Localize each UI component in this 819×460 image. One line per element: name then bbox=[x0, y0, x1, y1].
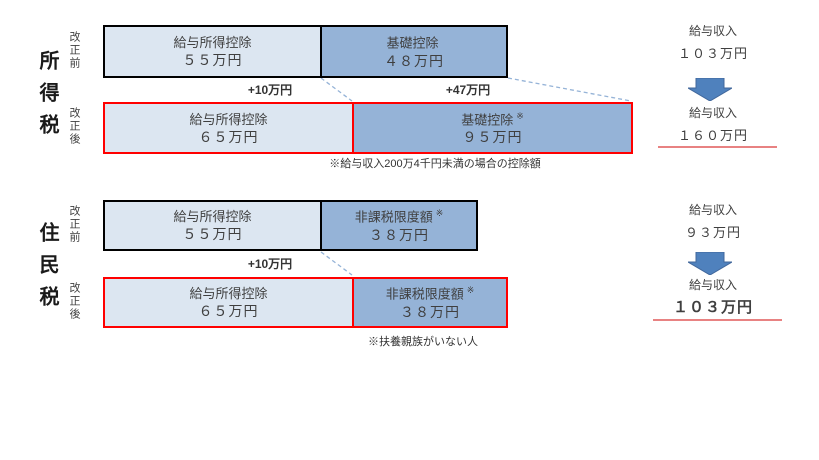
cell-title-text: 給与所得控除 bbox=[189, 286, 268, 301]
resident-before-bar: 給与所得控除 ５５万円 非課税限度額※ ３８万円 bbox=[103, 200, 478, 251]
note-marker: ※ bbox=[466, 285, 475, 296]
cell-title: 基礎控除※ bbox=[461, 110, 524, 128]
income-delta-salary-deduction: +10万円 bbox=[247, 83, 293, 97]
cell-title: 給与所得控除 bbox=[173, 210, 251, 223]
resident-before-phase-label: 改正前 bbox=[68, 205, 80, 244]
income-after-phase-label: 改正後 bbox=[68, 107, 80, 146]
cell-amount: ５５万円 bbox=[182, 226, 243, 242]
cell-amount: ９５万円 bbox=[462, 129, 523, 146]
resident-note: ※扶養親族がいない人 bbox=[368, 336, 478, 348]
income-after-bar: 給与所得控除 ６５万円 基礎控除※ ９５万円 bbox=[103, 102, 633, 154]
cell-title-text: 非課税限度額 bbox=[354, 209, 433, 225]
resident-salary-before-amount: ９３万円 bbox=[684, 225, 741, 240]
resident-after-bar: 給与所得控除 ６５万円 非課税限度額※ ３８万円 bbox=[103, 277, 508, 328]
cell-title: 給与所得控除 bbox=[189, 287, 267, 300]
cell-title-text: 非課税限度額 bbox=[385, 286, 464, 302]
cell-title-text: 給与所得控除 bbox=[189, 111, 268, 127]
resident-delta-salary-deduction: +10万円 bbox=[247, 257, 293, 271]
income-after-basic-deduction-cell: 基礎控除※ ９５万円 bbox=[352, 104, 631, 152]
resident-salary-before-label: 給与収入 bbox=[688, 203, 737, 217]
cell-amount: ６５万円 bbox=[198, 303, 259, 319]
cell-title: 給与所得控除 bbox=[173, 36, 251, 49]
income-note: ※給与収入200万4千円未満の場合の控除額 bbox=[329, 158, 541, 170]
cell-title: 非課税限度額※ bbox=[354, 208, 444, 225]
income-before-salary-deduction-cell: 給与所得控除 ５５万円 bbox=[105, 27, 320, 76]
cell-title: 給与所得控除 bbox=[189, 113, 267, 126]
cell-amount: ３８万円 bbox=[369, 226, 429, 243]
income-salary-after-amount: １６０万円 bbox=[677, 128, 748, 143]
resident-before-salary-deduction-cell: 給与所得控除 ５５万円 bbox=[105, 202, 320, 249]
resident-before-exemption-limit-cell: 非課税限度額※ ３８万円 bbox=[320, 202, 476, 249]
resident-salary-after-amount: １０３万円 bbox=[672, 299, 753, 316]
down-arrow-icon bbox=[688, 252, 732, 275]
cell-title-text: 給与所得控除 bbox=[173, 209, 252, 224]
income-before-basic-deduction-cell: 基礎控除 ４８万円 bbox=[320, 27, 506, 76]
income-salary-after-label: 給与収入 bbox=[688, 106, 737, 120]
cell-amount: ４８万円 bbox=[384, 52, 444, 69]
cell-amount: ３８万円 bbox=[400, 303, 460, 320]
income-salary-before-label: 給与収入 bbox=[688, 24, 737, 38]
cell-amount: ６５万円 bbox=[198, 128, 259, 145]
income-after-salary-deduction-cell: 給与所得控除 ６５万円 bbox=[105, 104, 352, 152]
income-delta-basic-deduction: +47万円 bbox=[445, 83, 491, 97]
resident-after-exemption-limit-cell: 非課税限度額※ ３８万円 bbox=[352, 279, 506, 326]
income-before-bar: 給与所得控除 ５５万円 基礎控除 ４８万円 bbox=[103, 25, 508, 78]
note-marker: ※ bbox=[435, 208, 444, 219]
cell-title-text: 基礎控除 bbox=[386, 35, 439, 51]
down-arrow-icon bbox=[688, 78, 732, 101]
resident-after-salary-deduction-cell: 給与所得控除 ６５万円 bbox=[105, 279, 352, 326]
income-before-phase-label: 改正前 bbox=[68, 31, 80, 70]
resident-tax-section-label: 住民税 bbox=[36, 222, 58, 318]
resident-salary-after-label: 給与収入 bbox=[688, 278, 737, 292]
cell-title-text: 給与所得控除 bbox=[173, 35, 252, 50]
note-marker: ※ bbox=[516, 110, 524, 121]
cell-amount: ５５万円 bbox=[182, 52, 243, 68]
income-salary-before-amount: １０３万円 bbox=[677, 46, 748, 61]
resident-after-phase-label: 改正後 bbox=[68, 282, 80, 321]
cell-title: 非課税限度額※ bbox=[385, 285, 475, 302]
cell-title-text: 基礎控除 bbox=[461, 112, 514, 128]
cell-title: 基礎控除 bbox=[386, 35, 441, 51]
income-tax-section-label: 所得税 bbox=[36, 50, 58, 146]
